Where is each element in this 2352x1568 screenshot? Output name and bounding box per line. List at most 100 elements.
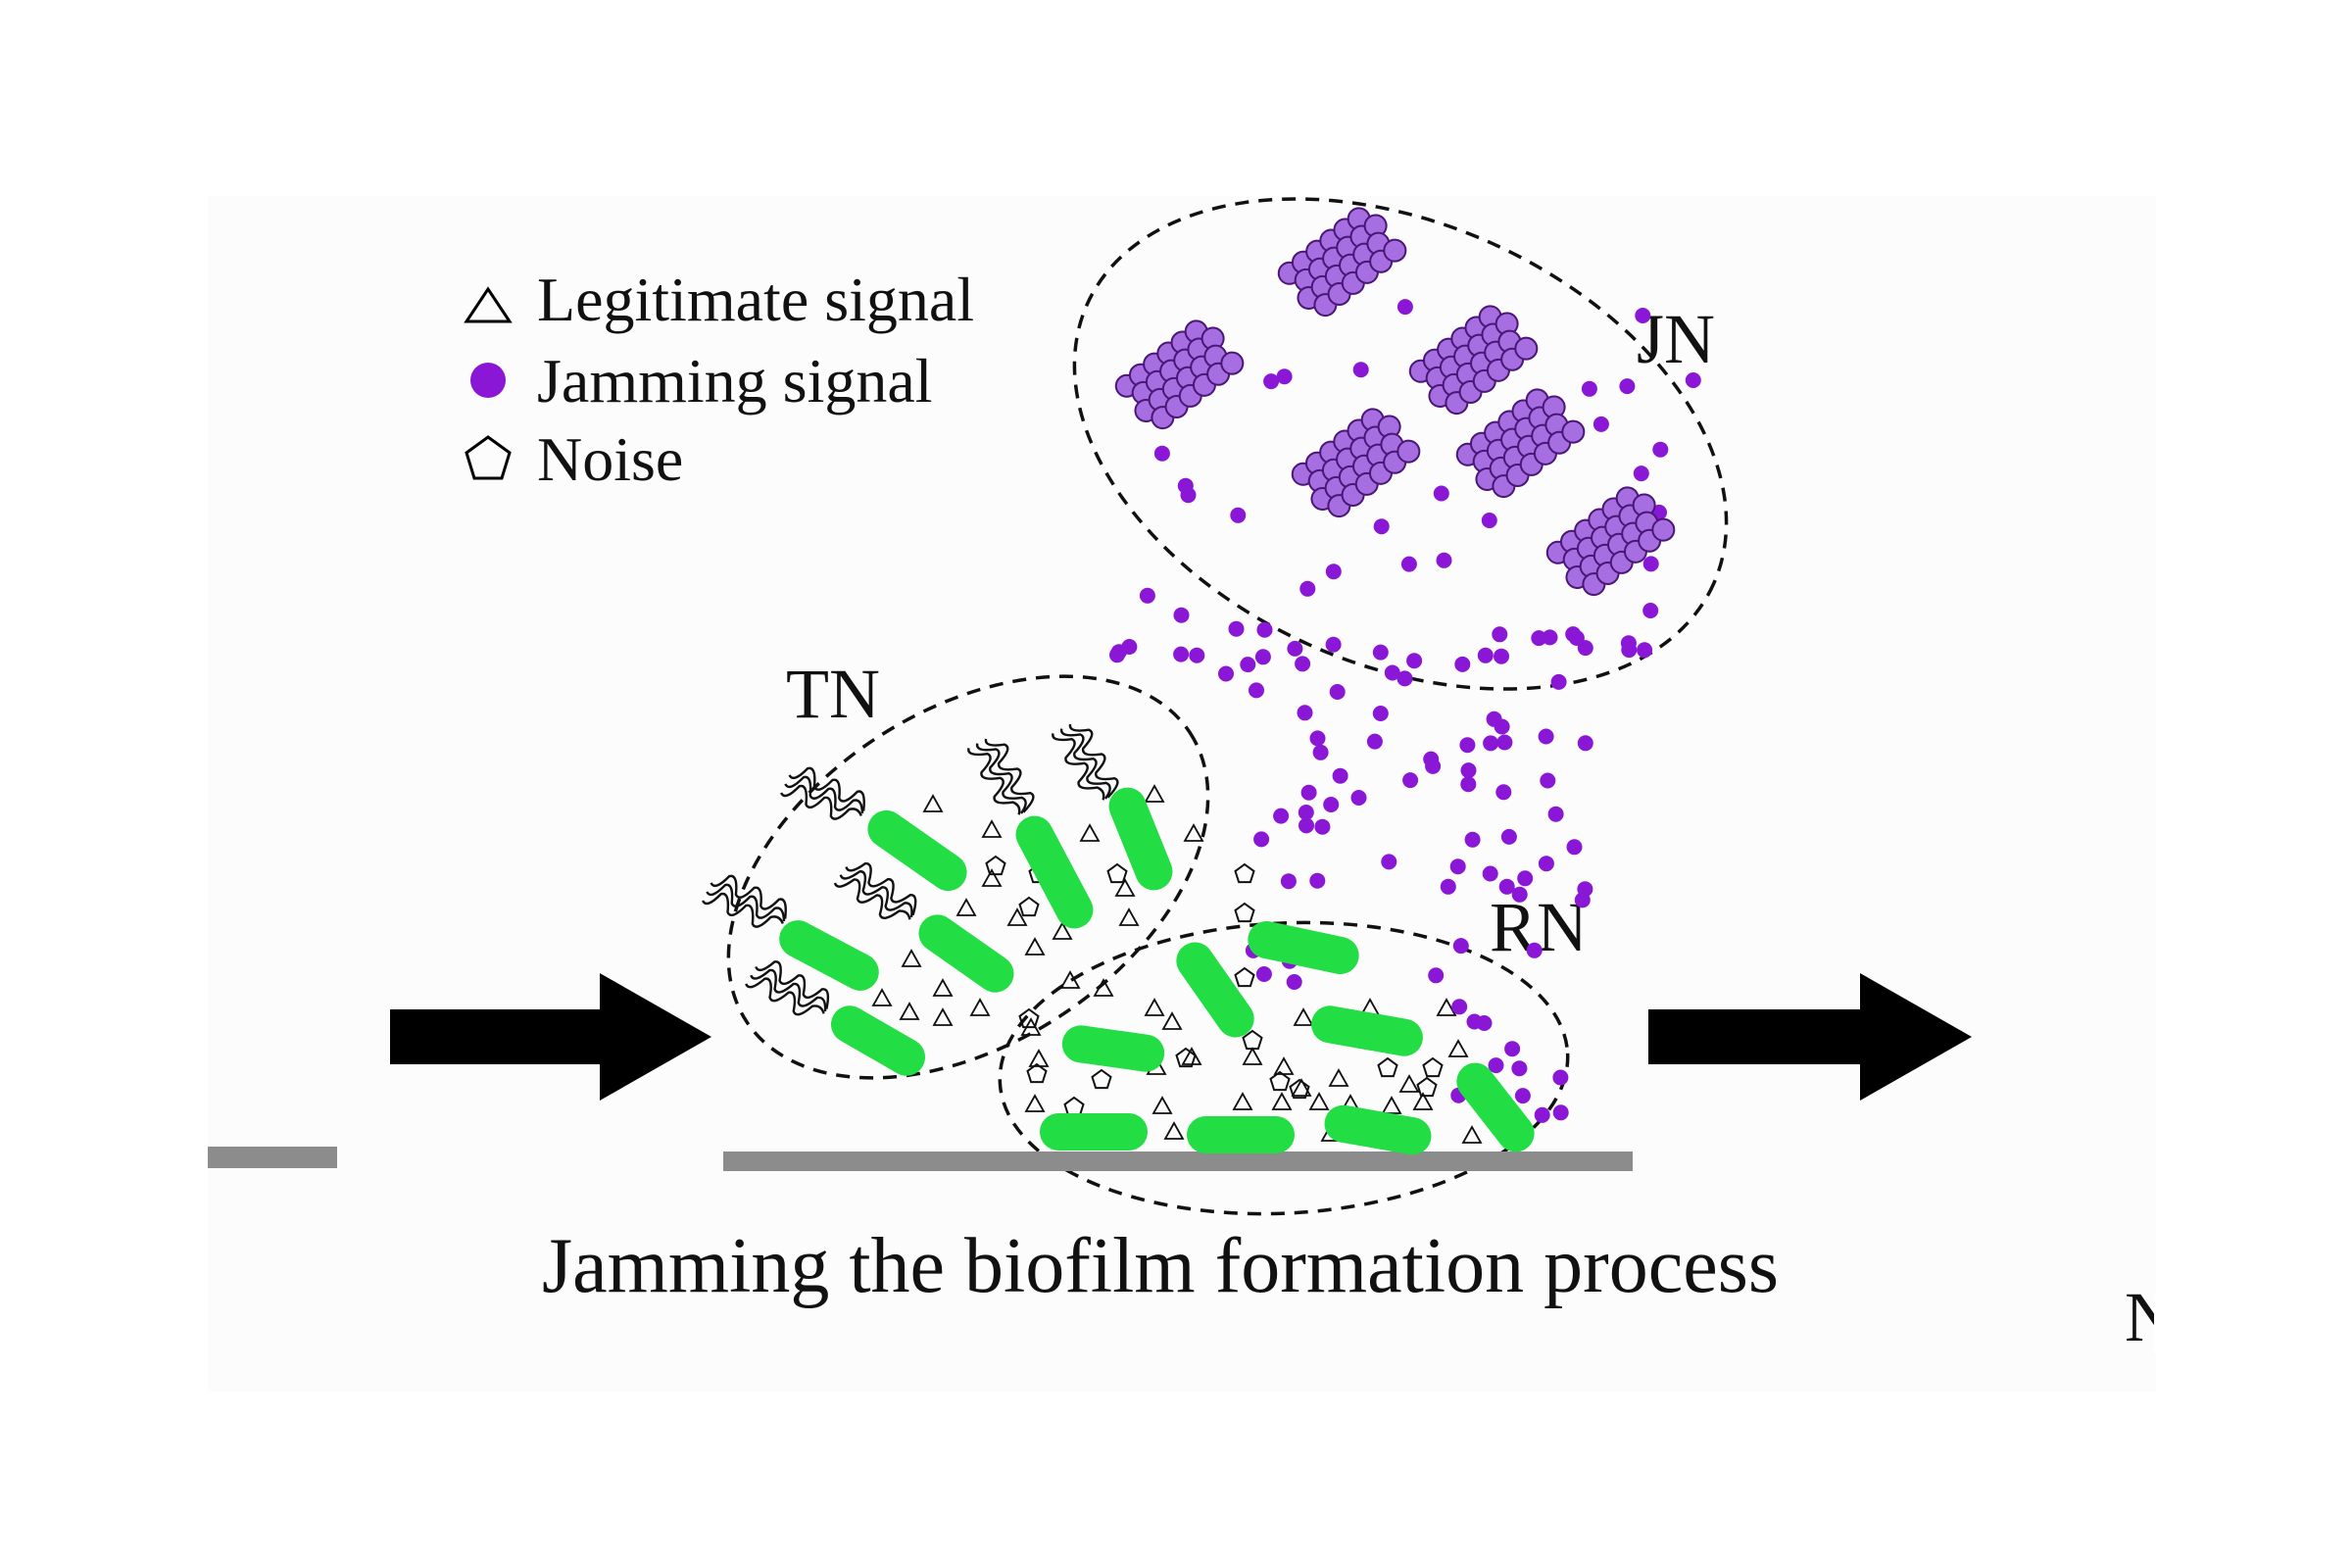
rod-bacterium-icon xyxy=(1108,787,1173,891)
dot-icon xyxy=(1263,373,1280,390)
triangle-icon xyxy=(1271,1092,1293,1110)
jamming-nanomachine-cluster xyxy=(1114,319,1245,430)
pentagon-icon xyxy=(1242,1029,1263,1051)
dot-icon xyxy=(1314,818,1331,835)
dot-icon xyxy=(1565,626,1582,643)
dot-icon xyxy=(1350,790,1367,806)
dot-icon xyxy=(1402,772,1419,789)
pentagon-icon xyxy=(985,855,1006,876)
triangle-icon xyxy=(1308,1092,1330,1110)
triangle-icon xyxy=(1114,878,1136,897)
rod-bacterium-icon xyxy=(1324,1104,1432,1155)
pentagon-icon xyxy=(1018,1007,1040,1029)
dot-icon xyxy=(1577,735,1593,752)
dot-icon xyxy=(1153,445,1170,462)
dot-icon xyxy=(1459,737,1476,754)
tn-label: TN xyxy=(786,655,880,733)
dot-icon xyxy=(1621,642,1638,659)
dot-icon xyxy=(1685,372,1701,388)
dot-icon xyxy=(1577,640,1593,657)
dot-icon xyxy=(1633,466,1649,482)
triangle-icon xyxy=(969,998,991,1016)
jamming-nanomachine-cluster xyxy=(1277,207,1407,318)
rod-bacterium-icon xyxy=(1061,1025,1165,1072)
flagella-icon xyxy=(967,738,1035,815)
dot-icon xyxy=(1396,670,1413,687)
dot-icon xyxy=(1381,854,1397,870)
dot-icon xyxy=(1483,735,1499,752)
jamming-nanomachines xyxy=(1114,207,1676,597)
dot-icon xyxy=(1542,629,1558,646)
triangle-icon xyxy=(1183,823,1204,842)
triangle-icon xyxy=(1398,1074,1420,1093)
triangle-icon xyxy=(1093,978,1114,997)
flagella-icon xyxy=(833,861,917,920)
dot-icon xyxy=(1309,872,1326,889)
dot-icon xyxy=(1332,767,1348,784)
dot-icon xyxy=(1500,828,1517,845)
dot-icon xyxy=(1477,647,1494,663)
pentagon-icon xyxy=(1018,896,1040,917)
legend: Legitimate signal Jamming signal Noise xyxy=(464,265,974,494)
right-crop-mask xyxy=(2156,196,2352,1568)
dot-icon xyxy=(1492,626,1508,643)
dot-icon xyxy=(1547,806,1564,822)
dot-icon xyxy=(1300,784,1317,801)
rod-bacterium-icon xyxy=(1248,920,1359,975)
pentagon-icon xyxy=(1422,1056,1444,1078)
dot-icon xyxy=(1173,607,1190,623)
dot-icon xyxy=(1276,368,1293,385)
dot-icon xyxy=(1400,556,1417,572)
dot-icon xyxy=(1642,556,1659,572)
tn-region-outline xyxy=(726,674,1210,1080)
triangle-icon xyxy=(1079,823,1101,842)
dot-icon xyxy=(1619,378,1636,395)
dot-icon xyxy=(1373,518,1390,535)
pentagon-icon xyxy=(1269,1070,1291,1092)
dot-icon xyxy=(1642,603,1659,618)
dot-icon xyxy=(1538,728,1554,745)
triangle-icon xyxy=(1024,937,1046,956)
dot-icon xyxy=(1228,620,1245,637)
triangle-icon xyxy=(1024,1094,1046,1112)
dot-icon xyxy=(1240,657,1256,673)
dot-icon xyxy=(1488,1057,1504,1074)
rod-bacterium-icon xyxy=(1456,1062,1535,1152)
dot-icon xyxy=(1230,507,1247,523)
rod-bacterium-icon xyxy=(1015,815,1094,929)
dot-icon xyxy=(470,363,506,398)
triangle-icon xyxy=(932,978,954,997)
right-arrow-icon xyxy=(390,973,711,1101)
triangle-icon xyxy=(901,949,922,967)
dot-icon xyxy=(1298,805,1314,820)
pentagon-icon xyxy=(1091,1068,1112,1090)
dot-icon xyxy=(1498,878,1515,895)
rod-bacterium-icon xyxy=(867,809,967,892)
flagella-group xyxy=(702,723,1119,1016)
dot-icon xyxy=(1189,647,1205,663)
dot-icon xyxy=(1504,1041,1521,1057)
dot-icon xyxy=(1297,705,1313,721)
dot-icon xyxy=(1280,873,1297,890)
pentagon-icon xyxy=(1026,1062,1048,1084)
triangle-icon xyxy=(1006,907,1028,926)
dot-icon xyxy=(1454,656,1471,672)
dot-icon xyxy=(1495,784,1512,801)
dot-icon xyxy=(1464,831,1481,848)
jamming-signals xyxy=(1109,299,1701,1123)
substrate-left xyxy=(208,1147,337,1168)
flagella-icon xyxy=(702,874,787,928)
dot-icon xyxy=(1218,665,1234,682)
bacteria-group xyxy=(779,787,1535,1155)
triangle-icon xyxy=(1328,1068,1349,1087)
triangle-icon xyxy=(1412,1092,1434,1110)
pentagon-icon xyxy=(465,435,512,480)
rod-bacterium-icon xyxy=(1187,1116,1295,1153)
dot-icon xyxy=(1309,730,1326,747)
pentagon-icon xyxy=(1289,1078,1310,1100)
dot-icon xyxy=(1312,744,1329,760)
rod-bacterium-icon xyxy=(918,914,1014,993)
jamming-nanomachine-cluster xyxy=(1545,486,1676,597)
jamming-nanomachine-cluster xyxy=(1408,305,1539,416)
